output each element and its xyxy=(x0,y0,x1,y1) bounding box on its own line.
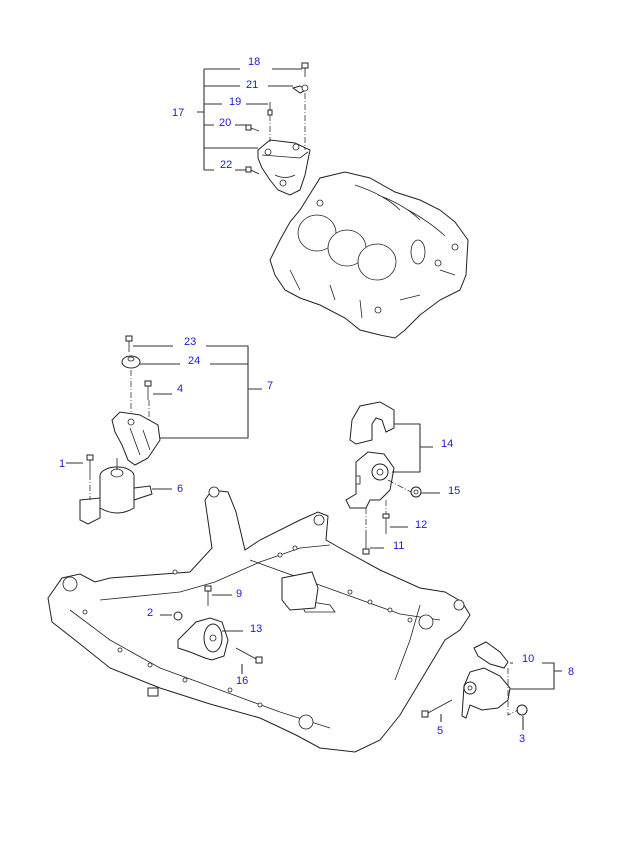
nut-3[interactable] xyxy=(516,704,528,716)
bolt-16[interactable] xyxy=(235,647,263,664)
bolt-5[interactable] xyxy=(421,699,453,718)
bolt-11[interactable] xyxy=(362,530,370,555)
engine-block[interactable] xyxy=(269,171,469,339)
stud-19[interactable] xyxy=(267,102,273,116)
callout-4: 4 xyxy=(177,383,183,395)
callout-13: 13 xyxy=(250,623,262,635)
callout-16: 16 xyxy=(236,675,248,687)
bolt-23[interactable] xyxy=(125,335,133,352)
callout-17: 17 xyxy=(172,107,184,119)
bolt-20[interactable] xyxy=(245,124,260,132)
callout-10: 10 xyxy=(522,653,534,665)
callout-21: 21 xyxy=(246,79,258,91)
upper-engine-bracket[interactable] xyxy=(257,139,311,196)
callout-9: 9 xyxy=(236,588,242,600)
callout-11: 11 xyxy=(393,540,404,552)
transaxle-mount-insulator[interactable] xyxy=(461,667,511,719)
callout-14: 14 xyxy=(441,438,453,450)
callout-22: 22 xyxy=(220,159,232,171)
callout-3: 3 xyxy=(519,733,525,745)
front-subframe[interactable] xyxy=(47,486,471,753)
callout-12: 12 xyxy=(415,519,427,531)
bolt-12[interactable] xyxy=(382,513,390,534)
nut-2[interactable] xyxy=(173,611,183,621)
bolt-9[interactable] xyxy=(204,585,212,606)
callout-18: 18 xyxy=(248,56,260,68)
transaxle-mount-bracket-10[interactable] xyxy=(473,641,509,669)
bolt-18[interactable] xyxy=(301,62,309,77)
roll-stopper-cover[interactable] xyxy=(349,401,395,445)
callout-20: 20 xyxy=(219,117,231,129)
bolt-1[interactable] xyxy=(86,454,94,474)
bushing-24[interactable] xyxy=(121,355,141,369)
nut-21[interactable] xyxy=(291,84,309,94)
callout-1: 1 xyxy=(59,458,65,470)
callout-5: 5 xyxy=(437,725,443,737)
nut-15[interactable] xyxy=(410,486,422,498)
bolt-22[interactable] xyxy=(245,166,260,175)
callout-15: 15 xyxy=(448,485,460,497)
left-mount-insulator[interactable] xyxy=(79,458,153,525)
callout-23: 23 xyxy=(184,336,196,348)
callout-2: 2 xyxy=(147,607,153,619)
left-mount-bracket[interactable] xyxy=(111,411,161,466)
callout-7: 7 xyxy=(267,380,273,392)
callout-19: 19 xyxy=(229,96,241,108)
callout-8: 8 xyxy=(568,666,574,678)
callout-6: 6 xyxy=(177,483,183,495)
callout-24: 24 xyxy=(188,355,200,367)
bolt-4[interactable] xyxy=(144,380,152,400)
roll-stopper-bracket[interactable] xyxy=(345,451,395,509)
rear-roll-mount[interactable] xyxy=(177,617,229,661)
